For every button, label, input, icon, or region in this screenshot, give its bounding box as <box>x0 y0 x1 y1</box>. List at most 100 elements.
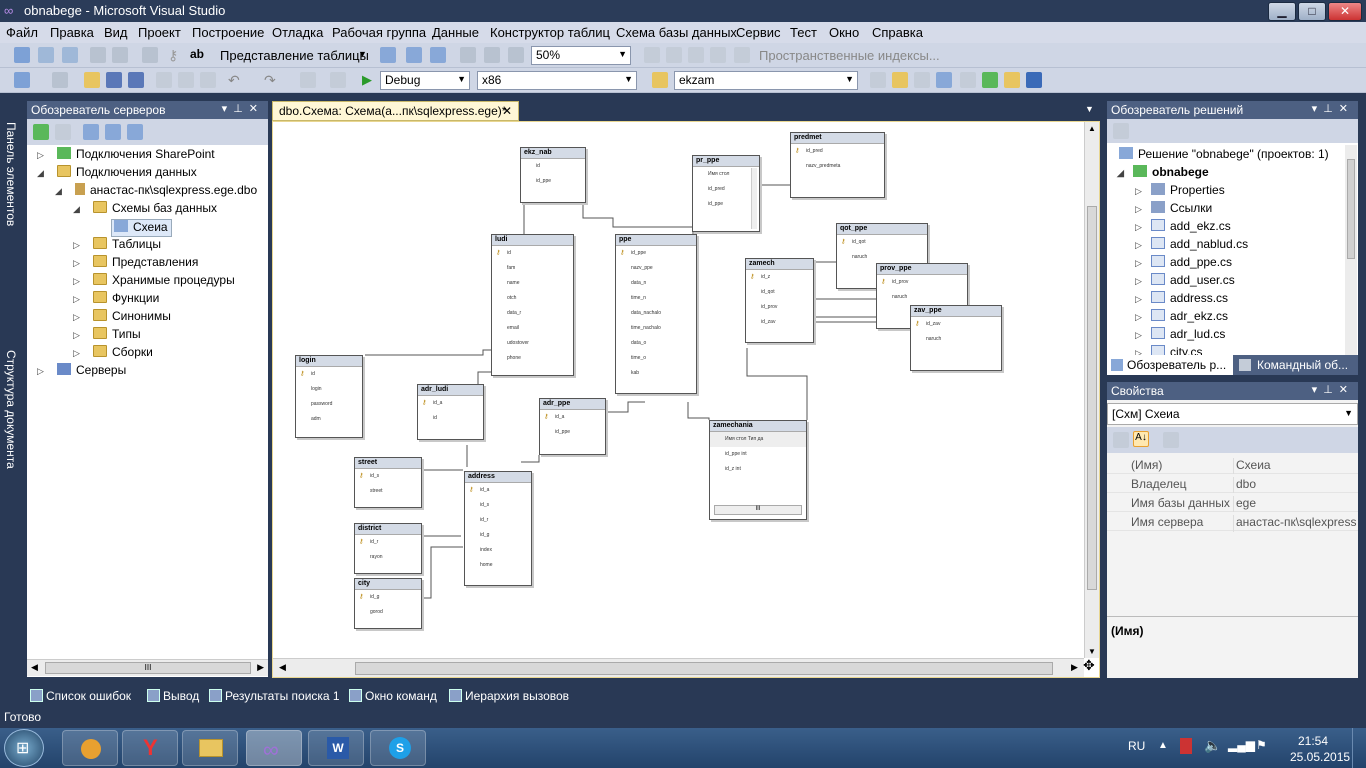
menu-help[interactable]: Справка <box>872 25 923 40</box>
navigate-back-icon[interactable] <box>300 72 316 88</box>
table-login[interactable]: login ⚷id login password adm <box>295 355 363 438</box>
extension-manager-icon[interactable] <box>1004 72 1020 88</box>
menu-test[interactable]: Тест <box>790 25 817 40</box>
expand-icon[interactable]: ▷ <box>1135 348 1142 355</box>
find-in-files-icon[interactable] <box>652 72 668 88</box>
volume-icon[interactable]: 🔈 <box>1204 737 1222 753</box>
tree-item-functions[interactable]: ▷Функции <box>73 291 159 309</box>
connect-server-icon[interactable] <box>105 124 121 140</box>
language-indicator[interactable]: RU <box>1128 739 1146 753</box>
table-zamech[interactable]: zamech ⚷id_z id_qot id_prov id_zav <box>745 258 814 343</box>
menu-db-diagram[interactable]: Схема базы данных <box>616 25 737 40</box>
page-breaks-icon[interactable] <box>460 47 476 63</box>
maximize-button[interactable]: □ <box>1298 2 1326 21</box>
taskbar-app-skype[interactable]: S <box>370 730 426 766</box>
scroll-thumb[interactable]: III <box>45 662 251 674</box>
project-node[interactable]: ◢obnabege <box>1117 165 1209 183</box>
clock-time[interactable]: 21:54 <box>1298 734 1329 748</box>
find-combo[interactable]: ekzam▼ <box>674 71 858 90</box>
toolbox-tab[interactable]: Панель элементов <box>4 122 18 227</box>
undo-icon[interactable]: ↶ <box>228 72 240 88</box>
properties-icon[interactable] <box>1113 123 1129 139</box>
tree-item-views[interactable]: ▷Представления <box>73 255 198 273</box>
table-ekz-nab[interactable]: ekz_nab id id_ppe <box>520 147 586 203</box>
table-zamechania[interactable]: zamechania Имя стол Тип да id_ppe int id… <box>709 420 807 520</box>
add-related-icon[interactable] <box>62 47 78 63</box>
tab-command-window[interactable]: Окно команд <box>347 686 441 706</box>
paste-icon[interactable] <box>200 72 216 88</box>
new-table-icon[interactable] <box>14 47 30 63</box>
recalc-pages-icon[interactable] <box>484 47 500 63</box>
scroll-down-icon[interactable]: ▼ <box>1088 647 1096 656</box>
command-window-icon[interactable] <box>1026 72 1042 88</box>
close-icon[interactable]: ✕ <box>501 104 512 118</box>
horizontal-scrollbar[interactable]: ◀ ▶ <box>273 658 1084 677</box>
expand-icon[interactable]: ▷ <box>1135 204 1142 214</box>
close-button[interactable]: ✕ <box>1328 2 1362 21</box>
tab-solution-explorer[interactable]: Обозреватель р... <box>1107 355 1233 375</box>
tree-item-file[interactable]: ▷add_ppe.cs <box>1135 255 1232 273</box>
pin-close-icons[interactable]: ▾⊥✕ <box>1311 384 1354 396</box>
relationship-icon[interactable] <box>112 47 128 63</box>
table-hscroll[interactable]: III <box>714 505 802 515</box>
taskbar-app-yandex[interactable]: Y <box>122 730 178 766</box>
pan-icon[interactable]: ✥ <box>1083 657 1095 673</box>
properties-icon[interactable] <box>508 47 524 63</box>
expand-icon[interactable]: ▷ <box>73 294 80 304</box>
start-debug-icon[interactable]: ▶ <box>362 72 372 87</box>
start-page-icon[interactable] <box>982 72 998 88</box>
tree-item-schema[interactable]: Схеиа <box>111 219 172 237</box>
property-value[interactable]: анастас-пк\sqlexpress <box>1233 515 1357 532</box>
font-icon[interactable]: ab <box>190 47 205 61</box>
add-item-icon[interactable] <box>52 72 68 88</box>
expand-icon[interactable]: ◢ <box>55 186 62 196</box>
tree-item-file[interactable]: ▷address.cs <box>1135 291 1228 309</box>
start-button[interactable]: ⊞ <box>4 729 44 767</box>
expand-icon[interactable]: ▷ <box>1135 294 1142 304</box>
menu-data[interactable]: Данные <box>432 25 479 40</box>
expand-icon[interactable]: ▷ <box>73 330 80 340</box>
save-icon[interactable] <box>106 72 122 88</box>
table-ludi[interactable]: ludi ⚷id fam name otch data_r email udos… <box>491 234 574 376</box>
table-ppe[interactable]: ppe ⚷id_ppe nazv_ppe data_n time_n data_… <box>615 234 697 394</box>
expand-icon[interactable]: ▷ <box>1135 330 1142 340</box>
alphabetical-icon[interactable]: A↓ <box>1133 431 1149 447</box>
properties-window-icon[interactable] <box>892 72 908 88</box>
expand-icon[interactable]: ◢ <box>73 204 80 214</box>
menu-team[interactable]: Рабочая группа <box>332 25 427 40</box>
autosize-icon[interactable] <box>430 47 446 63</box>
tree-item-file[interactable]: ▷adr_ekz.cs <box>1135 309 1228 327</box>
tree-item-file[interactable]: ▷add_ekz.cs <box>1135 219 1231 237</box>
menu-table-designer[interactable]: Конструктор таблиц <box>490 25 610 40</box>
expand-icon[interactable]: ◢ <box>37 168 44 178</box>
scroll-thumb[interactable] <box>355 662 1053 675</box>
show-desktop-button[interactable] <box>1352 728 1366 768</box>
chevron-down-icon[interactable]: ▼ <box>1085 104 1094 114</box>
arrange-icon[interactable] <box>380 47 396 63</box>
expand-icon[interactable]: ▷ <box>1135 240 1142 250</box>
cut-icon[interactable] <box>156 72 172 88</box>
taskbar-app-chrome[interactable] <box>62 730 118 766</box>
pin-close-icons[interactable]: ▾⊥✕ <box>1311 103 1354 115</box>
tree-item-tables[interactable]: ▷Таблицы <box>73 237 161 255</box>
copy-icon[interactable] <box>178 72 194 88</box>
diagram-canvas[interactable]: ekz_nab id id_ppe pr_ppe Имя стол id_pre… <box>272 121 1100 678</box>
tree-item-procedures[interactable]: ▷Хранимые процедуры <box>73 273 235 291</box>
redo-icon[interactable]: ↷ <box>264 72 276 88</box>
expand-icon[interactable]: ▷ <box>73 258 80 268</box>
menu-edit[interactable]: Правка <box>50 25 94 40</box>
tree-item-connection[interactable]: ◢анастас-пк\sqlexpress.ege.dbo <box>55 183 257 201</box>
platform-combo[interactable]: x86▼ <box>477 71 637 90</box>
object-selector[interactable]: [Схм] Схеиа ▼ <box>1107 403 1358 425</box>
expand-icon[interactable]: ▷ <box>1135 276 1142 286</box>
expand-icon[interactable]: ▷ <box>1135 186 1142 196</box>
table-adr-ppe[interactable]: adr_ppe ⚷id_a id_ppe <box>539 398 606 455</box>
tree-item-assemblies[interactable]: ▷Сборки <box>73 345 153 363</box>
property-row[interactable]: (Имя)Схеиа <box>1107 455 1358 475</box>
document-outline-tab[interactable]: Структура документа <box>4 350 18 469</box>
solution-explorer-icon[interactable] <box>870 72 886 88</box>
save-all-icon[interactable] <box>128 72 144 88</box>
expand-icon[interactable]: ▷ <box>1135 222 1142 232</box>
